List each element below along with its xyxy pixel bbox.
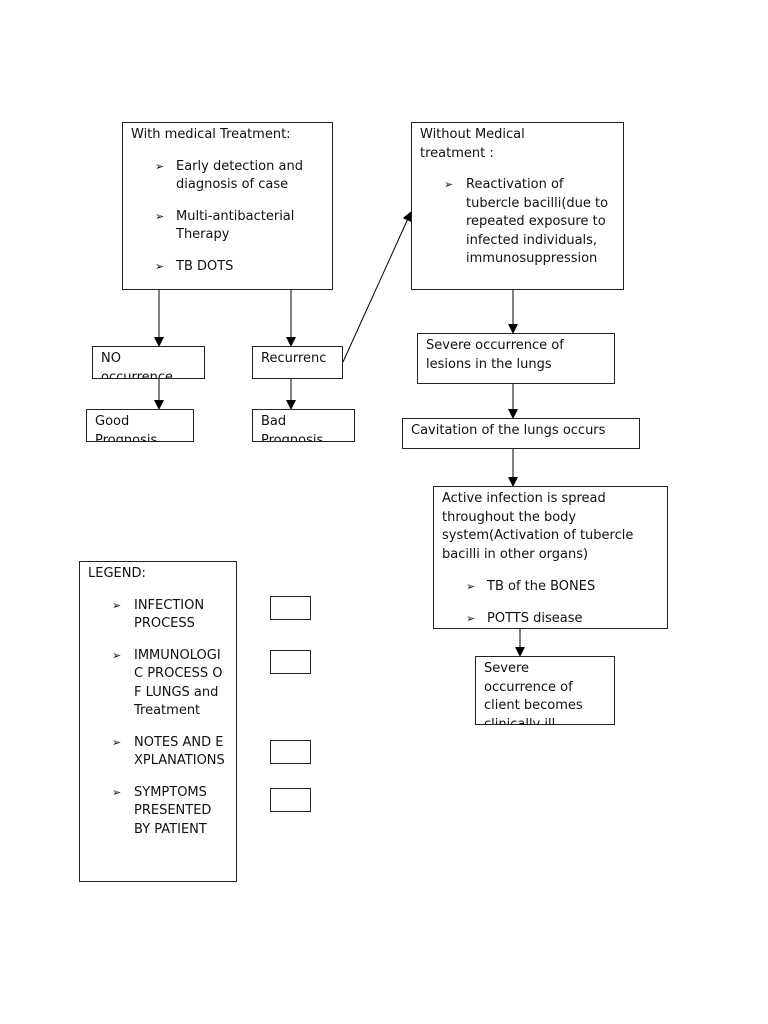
list-item: ➢TB DOTS: [131, 258, 324, 277]
list-item: ➢Multi-antibacterial Therapy: [155, 208, 295, 243]
legend-title: LEGEND:: [88, 566, 146, 581]
with-treatment-box: With medical Treatment: ➢Early detection…: [122, 122, 333, 290]
severe-lesions-box: Severe occurrence of lesions in the lung…: [417, 333, 615, 384]
legend-swatch: [270, 788, 311, 812]
no-occurrence-box: NO occurrence: [92, 346, 205, 379]
bad-prognosis-box: Bad Prognosis: [252, 409, 355, 442]
legend-swatch: [270, 596, 311, 620]
arrowhead-bullet-icon: ➢: [155, 209, 165, 223]
legend-item: ➢INFECTION PROCESS: [112, 597, 205, 632]
list-item: ➢Reactivation of tubercle bacilli(due to…: [444, 177, 609, 266]
arrowhead-bullet-icon: ➢: [112, 785, 122, 799]
arrowhead-bullet-icon: ➢: [155, 259, 165, 273]
arrow: [342, 211, 412, 363]
cavitation-box: Cavitation of the lungs occurs: [402, 418, 640, 449]
list-item: ➢POTTS disease: [442, 610, 659, 629]
arrowhead-bullet-icon: ➢: [112, 735, 122, 749]
legend-swatch: [270, 740, 311, 764]
legend-item: ➢SYMPTOMS PRESENTED BY PATIENT: [112, 784, 212, 837]
box-title: With medical Treatment:: [131, 127, 291, 142]
good-prognosis-box: Good Prognosis: [86, 409, 194, 442]
arrowhead-bullet-icon: ➢: [444, 178, 454, 191]
without-treatment-box: Without Medical treatment : ➢Reactivatio…: [411, 122, 624, 290]
arrowhead-bullet-icon: ➢: [112, 648, 122, 662]
legend-swatch: [270, 650, 311, 674]
box-title: Without Medical treatment :: [420, 127, 525, 161]
list-item: ➢TB of the BONES: [442, 578, 659, 597]
arrowhead-bullet-icon: ➢: [112, 598, 122, 612]
arrowhead-bullet-icon: ➢: [466, 611, 476, 625]
legend-box: LEGEND: ➢INFECTION PROCESS ➢IMMUNOLOGIC …: [79, 561, 237, 882]
arrowhead-bullet-icon: ➢: [155, 159, 165, 173]
legend-item: ➢IMMUNOLOGIC PROCESS OF LUNGS and Treatm…: [112, 647, 223, 719]
active-infection-box: Active infection is spread throughout th…: [433, 486, 668, 629]
legend-item: ➢NOTES AND EXPLANATIONS: [112, 734, 225, 769]
recurrence-box: Recurrenc: [252, 346, 343, 379]
list-item: ➢Early detection and diagnosis of case: [155, 158, 303, 193]
arrowhead-bullet-icon: ➢: [466, 580, 476, 593]
severe-client-box: Severe occurrence of client becomes clin…: [475, 656, 615, 725]
box-title: Active infection is spread throughout th…: [442, 491, 634, 562]
